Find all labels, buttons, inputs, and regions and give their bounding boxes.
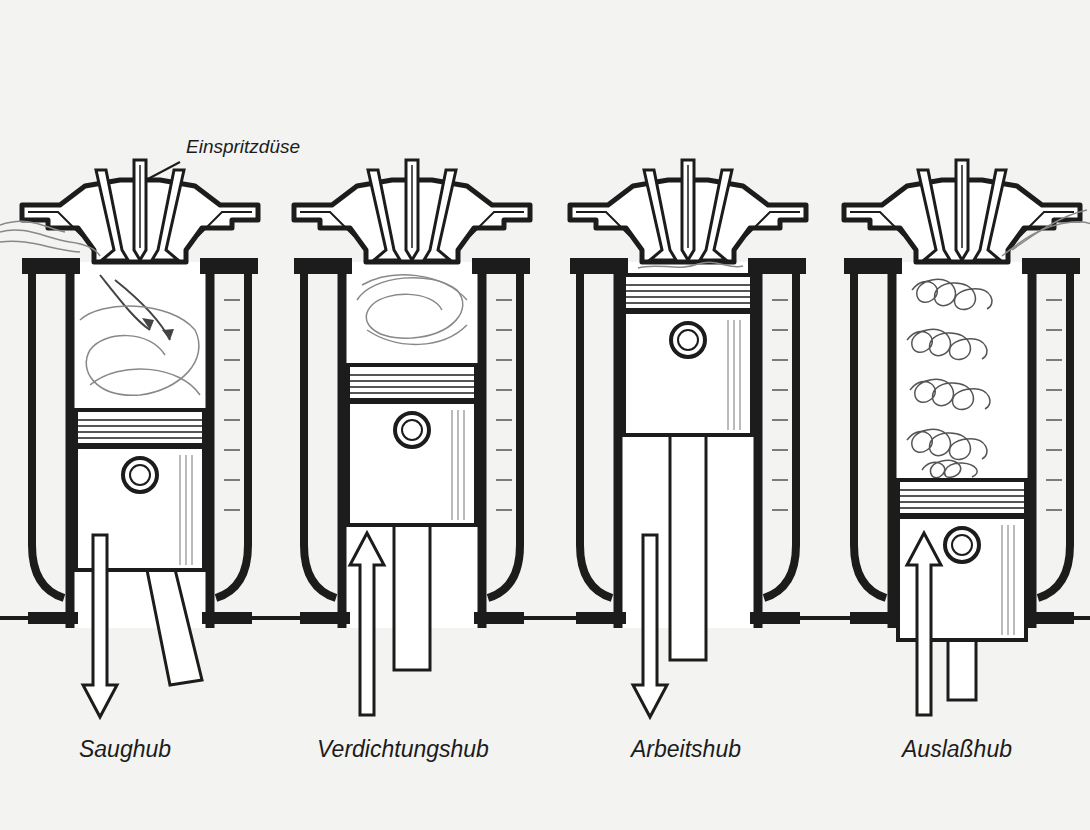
label-slot: Saughub — [79, 736, 171, 764]
stroke-label: Arbeitshub — [631, 736, 741, 764]
label-slot: Einspritzdüse — [186, 136, 300, 159]
label-slot: Verdichtungshub — [317, 736, 489, 764]
label-slot: Auslaßhub — [902, 736, 1012, 764]
stroke-label: Verdichtungshub — [317, 736, 489, 764]
label-slot: Arbeitshub — [631, 736, 741, 764]
leader-line — [146, 162, 180, 180]
stroke-label: Auslaßhub — [902, 736, 1012, 764]
part-label: Einspritzdüse — [186, 136, 300, 159]
stroke-label: Saughub — [79, 736, 171, 764]
